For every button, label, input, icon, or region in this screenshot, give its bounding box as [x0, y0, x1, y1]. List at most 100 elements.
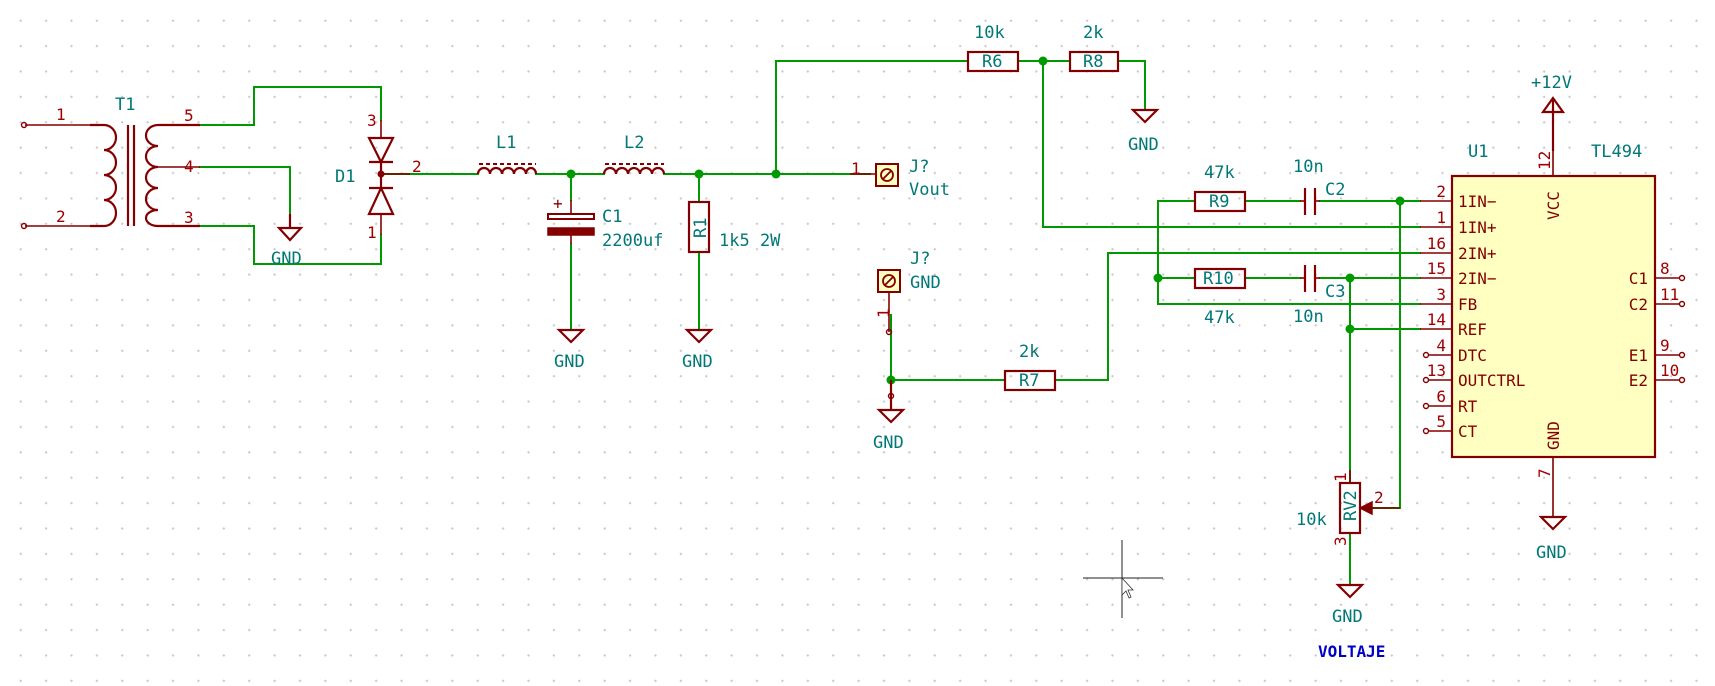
- r1-ref: R1: [691, 218, 711, 238]
- resistor-r7[interactable]: R7 2k: [1003, 342, 1057, 392]
- capacitor-c1[interactable]: + C1 2200uf: [547, 194, 663, 251]
- u1-pin-num: 16: [1427, 234, 1446, 253]
- inductor-l1[interactable]: L1: [476, 133, 538, 175]
- u1-pin-num: 6: [1436, 387, 1446, 406]
- r9-value: 47k: [1204, 163, 1235, 183]
- gnd-label-rv2: GND: [1332, 607, 1363, 627]
- u1-pin-num: 11: [1660, 285, 1679, 304]
- diode-d1[interactable]: D1 3 2 1: [335, 111, 422, 242]
- d1-pin-1: 1: [367, 223, 377, 242]
- rv2-pin-3: 3: [1331, 536, 1350, 546]
- rv2-pin-1: 1: [1331, 472, 1350, 482]
- u1-pin-end: [1422, 376, 1430, 384]
- gnd-symbol-j: GND: [873, 380, 906, 453]
- resistor-r6[interactable]: R6 10k: [966, 23, 1020, 73]
- u1-pin-name: DTC: [1458, 346, 1487, 365]
- u1-pin-num: 10: [1660, 361, 1679, 380]
- t1-pin-1: 1: [56, 105, 66, 124]
- gnd-symbol-r8: GND: [1128, 108, 1160, 155]
- ic-u1-tl494[interactable]: U1 TL494 12 VCC 7 GND 21IN−11IN+162IN+15…: [1420, 142, 1686, 517]
- d1-pin-3: 3: [367, 111, 377, 130]
- u1-pin-name: E2: [1629, 371, 1648, 390]
- resistor-r8[interactable]: R8 2k: [1068, 23, 1120, 73]
- gnd-symbol-rv2: GND: [1332, 583, 1365, 627]
- c2-ref: C2: [1325, 180, 1345, 200]
- u1-pin-7: 7: [1535, 468, 1554, 478]
- voltaje-label: VOLTAJE: [1318, 642, 1385, 661]
- u1-pin-num: 13: [1427, 361, 1446, 380]
- gnd-label-c1: GND: [554, 352, 585, 372]
- vout-value: Vout: [909, 180, 950, 200]
- u1-pin-num: 2: [1436, 182, 1446, 201]
- d1-ref: D1: [335, 167, 355, 187]
- u1-pin-name: FB: [1458, 295, 1477, 314]
- c3-ref: C3: [1325, 282, 1345, 302]
- c3-value: 10n: [1293, 307, 1324, 327]
- vcc-label: +12V: [1531, 73, 1572, 93]
- u1-pin-name: 1IN+: [1458, 218, 1497, 237]
- rv2-ref: RV2: [1341, 490, 1361, 521]
- u1-pin-name: 2IN+: [1458, 244, 1497, 263]
- u1-pin-12: 12: [1535, 151, 1554, 170]
- u1-vcc-label: VCC: [1544, 191, 1563, 220]
- u1-pin-num: 9: [1660, 336, 1670, 355]
- gnd-symbol-t1: GND: [271, 214, 304, 269]
- t1-pin-5: 5: [184, 106, 194, 125]
- vout-ref: J?: [909, 157, 929, 177]
- u1-pin-num: 4: [1436, 336, 1446, 355]
- t1-pin-4: 4: [184, 157, 194, 176]
- rv2-pin-2: 2: [1374, 488, 1384, 507]
- inductor-l2[interactable]: L2: [602, 133, 666, 175]
- vout-pin: 1: [851, 159, 861, 178]
- u1-pin-end: [1422, 427, 1430, 435]
- u1-pin-num: 15: [1427, 259, 1446, 278]
- jgnd-ref: J?: [910, 249, 930, 269]
- u1-pin-end: [1678, 351, 1686, 359]
- r7-value: 2k: [1019, 342, 1039, 362]
- resistor-r9[interactable]: R9 47k: [1193, 163, 1247, 213]
- potentiometer-rv2[interactable]: RV2 10k 1 2 3: [1296, 470, 1400, 546]
- transformer-t1[interactable]: T1 1 2 5 4 3: [20, 95, 201, 230]
- d1-pin-2: 2: [412, 157, 422, 176]
- wires: [199, 60, 1421, 586]
- gnd-symbol-r1: GND: [682, 328, 714, 372]
- t1-ref: T1: [115, 95, 135, 115]
- l2-ref: L2: [624, 133, 644, 153]
- resistor-r1[interactable]: R1 1k5 2W: [687, 200, 781, 254]
- u1-pin-end: [1422, 402, 1430, 410]
- capacitor-c2[interactable]: C2 10n: [1293, 157, 1345, 215]
- gnd-label-j: GND: [873, 433, 904, 453]
- u1-pin-num: 3: [1436, 285, 1446, 304]
- vcc-symbol: +12V: [1531, 73, 1572, 151]
- r6-ref: R6: [982, 52, 1002, 72]
- u1-pin-end: [1422, 351, 1430, 359]
- c1-ref: C1: [602, 207, 622, 227]
- u1-pin-end: [1678, 300, 1686, 308]
- jgnd-value: GND: [910, 273, 941, 293]
- u1-pin-name: OUTCTRL: [1458, 371, 1525, 390]
- u1-pin-name: RT: [1458, 397, 1478, 416]
- u1-pin-name: REF: [1458, 320, 1487, 339]
- u1-pin-num: 14: [1427, 310, 1446, 329]
- connector-vout[interactable]: 1 J? Vout: [850, 157, 950, 200]
- connector-gnd[interactable]: 1 J? GND: [874, 249, 941, 336]
- gnd-label-r8: GND: [1128, 135, 1159, 155]
- u1-pin-name: E1: [1629, 346, 1648, 365]
- r10-value: 47k: [1204, 308, 1235, 328]
- u1-ref: U1: [1468, 142, 1488, 162]
- svg-text:+: +: [553, 194, 563, 213]
- gnd-symbol-u1: GND: [1536, 515, 1568, 563]
- u1-pin-num: 1: [1436, 208, 1446, 227]
- cursor-crosshair-icon: [1083, 540, 1163, 618]
- capacitor-c3[interactable]: C3 10n: [1293, 265, 1345, 327]
- u1-gnd-label: GND: [1544, 421, 1563, 450]
- gnd-label-u1: GND: [1536, 543, 1567, 563]
- u1-pin-end: [1678, 376, 1686, 384]
- t1-pin-3: 3: [184, 208, 194, 227]
- c2-value: 10n: [1293, 157, 1324, 177]
- u1-left-pins: 21IN−11IN+162IN+152IN−3FB14REF4DTC13OUTC…: [1420, 182, 1525, 441]
- u1-value: TL494: [1591, 142, 1642, 162]
- resistor-r10[interactable]: R10 47k: [1193, 267, 1247, 328]
- u1-pin-num: 8: [1660, 259, 1670, 278]
